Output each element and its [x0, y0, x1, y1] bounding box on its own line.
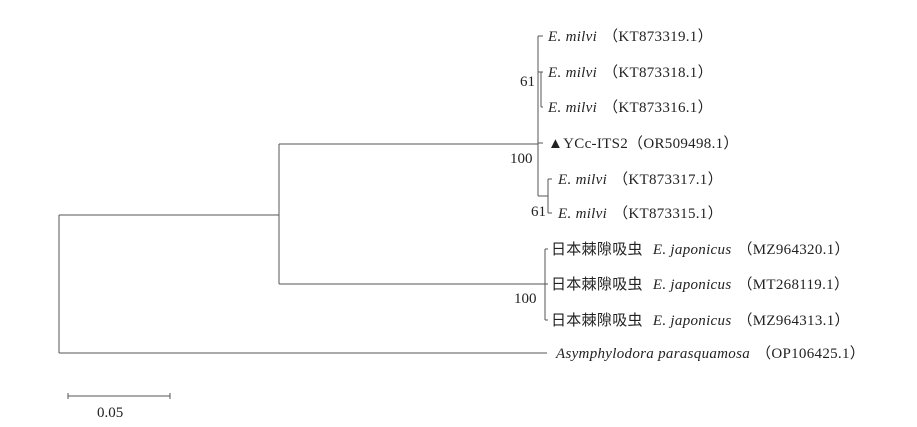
taxon-label-t3: E. milvi（KT873316.1） [547, 99, 713, 116]
bootstrap-milvi-clade: 100 [510, 151, 533, 167]
taxon-label-t6: E. milvi（KT873315.1） [557, 205, 723, 222]
taxon-label-t2: E. milvi（KT873318.1） [547, 64, 713, 81]
bootstrap-milvi-upper-pair: 61 [520, 74, 535, 90]
triangle-marker-icon: ▲ [548, 136, 563, 152]
taxon-label-t10: Asymphylodora parasquamosa（OP106425.1） [555, 345, 865, 362]
bootstrap-milvi-lower-pair: 61 [531, 204, 546, 220]
taxon-label-t4: ▲YCc-ITS2（OR509498.1） [548, 135, 739, 152]
taxon-label-t1: E. milvi（KT873319.1） [547, 28, 713, 45]
taxon-label-t8: 日本棘隙吸虫 E. japonicus（MT268119.1） [551, 276, 849, 293]
taxon-label-t5: E. milvi（KT873317.1） [557, 171, 723, 188]
scale-bar: 0.05 [67, 393, 171, 421]
taxon-label-t9: 日本棘隙吸虫 E. japonicus（MZ964313.1） [551, 312, 850, 329]
taxon-label-t7: 日本棘隙吸虫 E. japonicus（MZ964320.1） [551, 241, 850, 258]
bootstrap-japonicus-clade: 100 [514, 291, 537, 307]
scale-bar-label: 0.05 [97, 405, 123, 421]
